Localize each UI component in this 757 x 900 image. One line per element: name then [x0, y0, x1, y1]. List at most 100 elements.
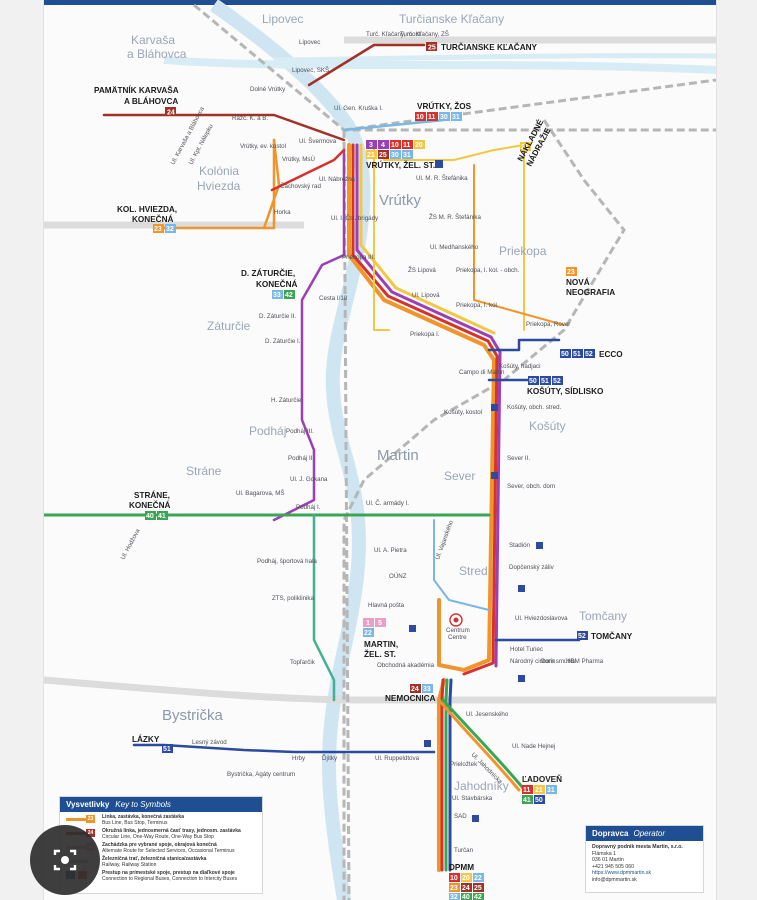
district-karvasa-2: a Bláhovca — [127, 47, 187, 61]
street-label: Ul. Vajanského — [434, 519, 455, 561]
stop-label: Ul. A. Pietra — [374, 547, 407, 554]
city-centre-marker: Centrum Centre — [446, 613, 470, 641]
line-number: 20 — [415, 142, 423, 149]
stop-label: Priekopa, I. kol. — [456, 302, 499, 309]
stop-label: Ul. Ruppeldtova — [375, 755, 420, 762]
terminal-label-2: NEOGRAFIA — [566, 288, 615, 297]
stop-label: Hrby — [292, 755, 306, 762]
stop-label: Prieložtek — [450, 761, 478, 768]
routes — [44, 43, 581, 872]
line-number: 23 — [450, 885, 458, 892]
stop-label: Ul. Švermova — [299, 138, 337, 145]
terminal-ladoven[interactable]: ĽADOVEŇ 11 21 31 41 50 — [522, 773, 562, 804]
terminal-pamatnik[interactable]: PAMÄTNÍK KARVAŠA A BLÁHOVCA 24 — [94, 84, 179, 117]
line-number: 50 — [535, 797, 543, 804]
line-symbol: 23 — [66, 815, 96, 823]
legend-row-title: Prestup na prímestské spoje, prestup na … — [102, 870, 235, 876]
line-number: 4 — [381, 142, 385, 149]
stop-label: Rázc. K. a B. — [232, 115, 268, 122]
stop-label: Stadión — [509, 542, 531, 549]
legend-row-sub: Railway, Railway Station — [102, 861, 157, 868]
terminal-martin-zel[interactable]: 1 5 22 MARTIN, ŽEL. ST. — [363, 618, 398, 659]
stop-label: Podháj, športová hala — [257, 558, 317, 565]
terminal-vrutky-zos[interactable]: VRÚTKY, ŽOS 10 11 30 31 — [415, 100, 472, 121]
line-number: 40 — [146, 513, 154, 520]
stop-label: Vrútky, ev. kostol — [240, 143, 286, 150]
street-label: Ul. Hodžova — [120, 527, 142, 561]
stop-label: Cesta I/18 — [319, 295, 348, 302]
terminal-tomcany[interactable]: 52 TOMČANY — [577, 630, 633, 641]
stop-label: Campo di Martin — [459, 369, 505, 376]
terminal-d-zaturcie[interactable]: D. ZÁTURČIE, KONEČNÁ 33 42 — [241, 267, 297, 299]
terminal-vrutky-zel[interactable]: 3 4 10 11 20 21 25 30 31 VRÚTKY, ŽEL. ST… — [366, 140, 443, 170]
stop-label: Sever, obch. dom — [507, 483, 555, 490]
terminal-nova-neografia[interactable]: 23 NOVÁ NEOGRAFIA — [566, 267, 615, 297]
terminal-label: PAMÄTNÍK KARVAŠA — [94, 84, 179, 95]
line-number: 51 — [573, 351, 581, 358]
district-priekopa: Priekopa — [499, 244, 547, 258]
legend-row-title: Železničná trať, železničná stanica/zast… — [102, 856, 207, 862]
operator-street: Flámska 1 — [592, 850, 616, 857]
stop-label: Ul. Č. armády I. — [366, 500, 409, 507]
terminal-dpmm[interactable]: DPMM 10 20 22 23 24 25 32 40 42 — [449, 863, 484, 900]
terminal-label: DPMM — [449, 863, 474, 872]
stop-label: Lesný závod — [192, 739, 227, 746]
stop-label: Ul. M. R. Štefánika — [416, 175, 468, 182]
district-strane: Stráne — [186, 464, 222, 478]
terminal-turcianske[interactable]: 25 TURČIANSKE KĽAČANY — [426, 41, 538, 52]
line-badge — [165, 107, 176, 116]
stop-labels: Lipovec Turč. Kľačany, most Turč. Kľačan… — [192, 31, 604, 854]
line-number: 23 — [154, 226, 162, 233]
district-zaturcie: Záturčie — [207, 319, 251, 333]
stop-label: Košúty, kostol — [444, 409, 482, 416]
legend-row-sub: Circular Line, One-Way Route, One-Way Bu… — [102, 833, 214, 840]
line-number: 22 — [364, 630, 372, 637]
line-number: 20 — [462, 875, 470, 882]
terminal-label: LÁZKY — [132, 734, 160, 744]
terminal-label: TURČIANSKE KĽAČANY — [441, 41, 538, 52]
line-number: 3 — [369, 142, 373, 149]
line-number: 52 — [578, 633, 586, 640]
terminal-label: NOVÁ — [566, 277, 590, 287]
district-kosuty: Košúty — [529, 419, 566, 433]
terminal-label: VRÚTKY, ŽOS — [417, 100, 472, 111]
legend-row-sub: Alternate Route for Selected Services, O… — [102, 847, 235, 854]
line-number: 24 — [411, 686, 419, 693]
district-vrutky: Vrútky — [379, 192, 421, 209]
terminal-label-2: A BLÁHOVCA — [124, 96, 178, 106]
line-number: 25 — [474, 885, 482, 892]
terminal-nemocnica[interactable]: 24 33 NEMOCNICA — [385, 684, 436, 703]
terminal-strane[interactable]: STRÁNE, KONEČNÁ 40 41 — [129, 490, 170, 520]
terminal-label: KOŠÚTY, SÍDLISKO — [527, 385, 604, 396]
line-number: 52 — [585, 351, 593, 358]
operator-email-link[interactable]: info@dpmmartin.sk — [592, 876, 637, 883]
line-number: 22 — [474, 875, 482, 882]
district-karvasa: Karvaša — [131, 33, 175, 47]
district-martin: Martin — [377, 447, 419, 464]
terminal-kosuty-sidlisko[interactable]: 50 51 52 KOŠÚTY, SÍDLISKO — [527, 376, 604, 396]
operator-website-link[interactable]: https://www.dpmmartin.sk — [592, 870, 652, 876]
line-number: 42 — [474, 894, 482, 900]
line-number: 31 — [547, 787, 555, 794]
terminal-lazky[interactable]: LÁZKY 51 — [132, 734, 173, 753]
line-badge — [426, 42, 437, 51]
stop-label: Turčan — [454, 847, 474, 854]
stop-label: HBM Pharma — [566, 658, 604, 665]
stop-label: Turč. Kľačany, most — [366, 31, 421, 38]
roads — [44, 36, 716, 704]
line-number: 25 — [379, 152, 387, 159]
stop-label: Ul. J. Gokana — [290, 476, 328, 483]
operator-name: Dopravný podnik mesta Martin, s.r.o. — [592, 844, 683, 850]
bus-icon — [472, 815, 479, 822]
line-number: 10 — [416, 114, 424, 121]
terminal-kol-hviezda[interactable]: KOL. HVIEZDA, KONEČNÁ 23 32 — [117, 205, 177, 233]
line-number: 11 — [403, 142, 411, 149]
stop-label: Ul. Nábrežná — [319, 176, 356, 183]
stop-label: Dopčenský záliv — [509, 564, 555, 571]
terminal-ecco[interactable]: 50 51 52 ECCO — [560, 349, 623, 359]
legend-row-sub: Bus Line, Bus Stop, Terminus — [102, 819, 168, 826]
river-branch — [163, 56, 716, 74]
